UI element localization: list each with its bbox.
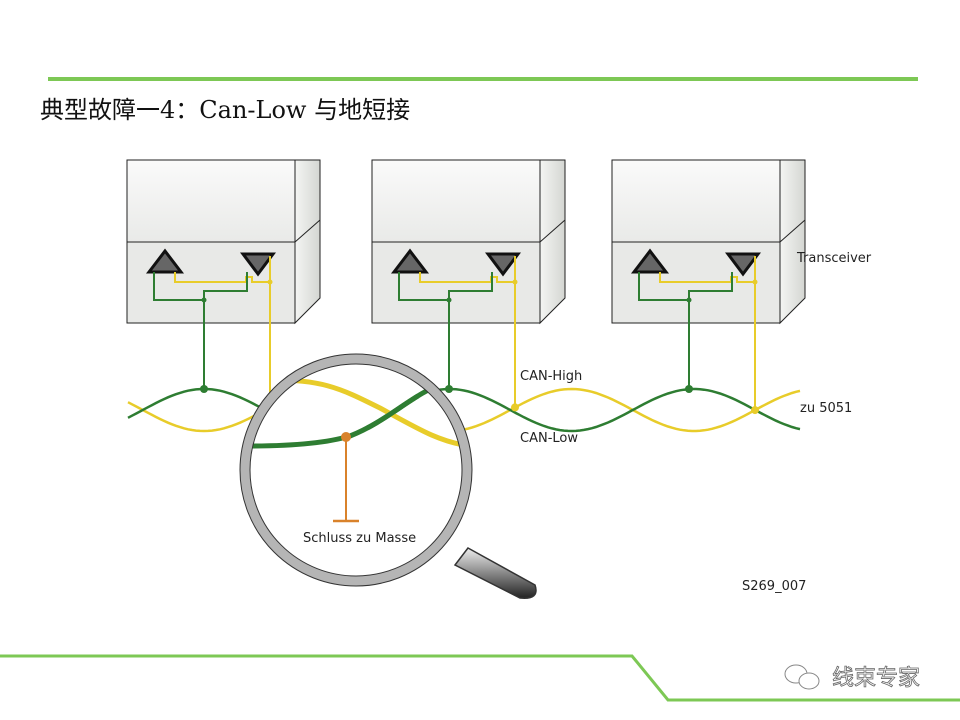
magnifier-handle [453, 547, 537, 599]
page-title: 典型故障一4：Can-Low 与地短接 [40, 96, 411, 124]
figure-id: S269_007 [742, 579, 806, 594]
driver-triangle-icon [240, 252, 276, 277]
receiver-triangle-icon [390, 248, 430, 274]
control-unit-3 [611, 159, 806, 410]
receiver-triangle-icon [630, 248, 670, 274]
can-low-junction [200, 385, 208, 393]
fault-point [341, 432, 351, 442]
watermark-text: 线束专家 [832, 666, 920, 691]
can-low-wire [127, 387, 801, 433]
can-high-wire [127, 387, 801, 433]
transceiver-label: Transceiver [796, 251, 872, 266]
control-unit-1 [126, 159, 321, 410]
driver-triangle-icon [485, 252, 521, 277]
can-low-stub [153, 272, 205, 388]
can-low-label: CAN-Low [520, 431, 578, 446]
can-high-label: CAN-High [520, 369, 582, 384]
can-low-junction [685, 385, 693, 393]
magnifier: Schluss zu Masse [239, 353, 537, 599]
footer-rule [0, 654, 960, 702]
control-unit-2 [371, 159, 566, 410]
can-high-junction [751, 406, 759, 415]
can-low-stub [398, 272, 450, 388]
can-low-stub [638, 272, 690, 388]
can-high-junction [511, 403, 519, 412]
receiver-triangle-icon [145, 248, 185, 274]
destination-label: zu 5051 [800, 401, 852, 416]
wechat-icon [784, 664, 820, 690]
fault-label: Schluss zu Masse [303, 531, 416, 546]
driver-triangle-icon [725, 252, 761, 277]
magnifier-rim [240, 354, 472, 586]
can-high-wire-magnified [259, 377, 462, 449]
can-low-junction [445, 385, 453, 393]
